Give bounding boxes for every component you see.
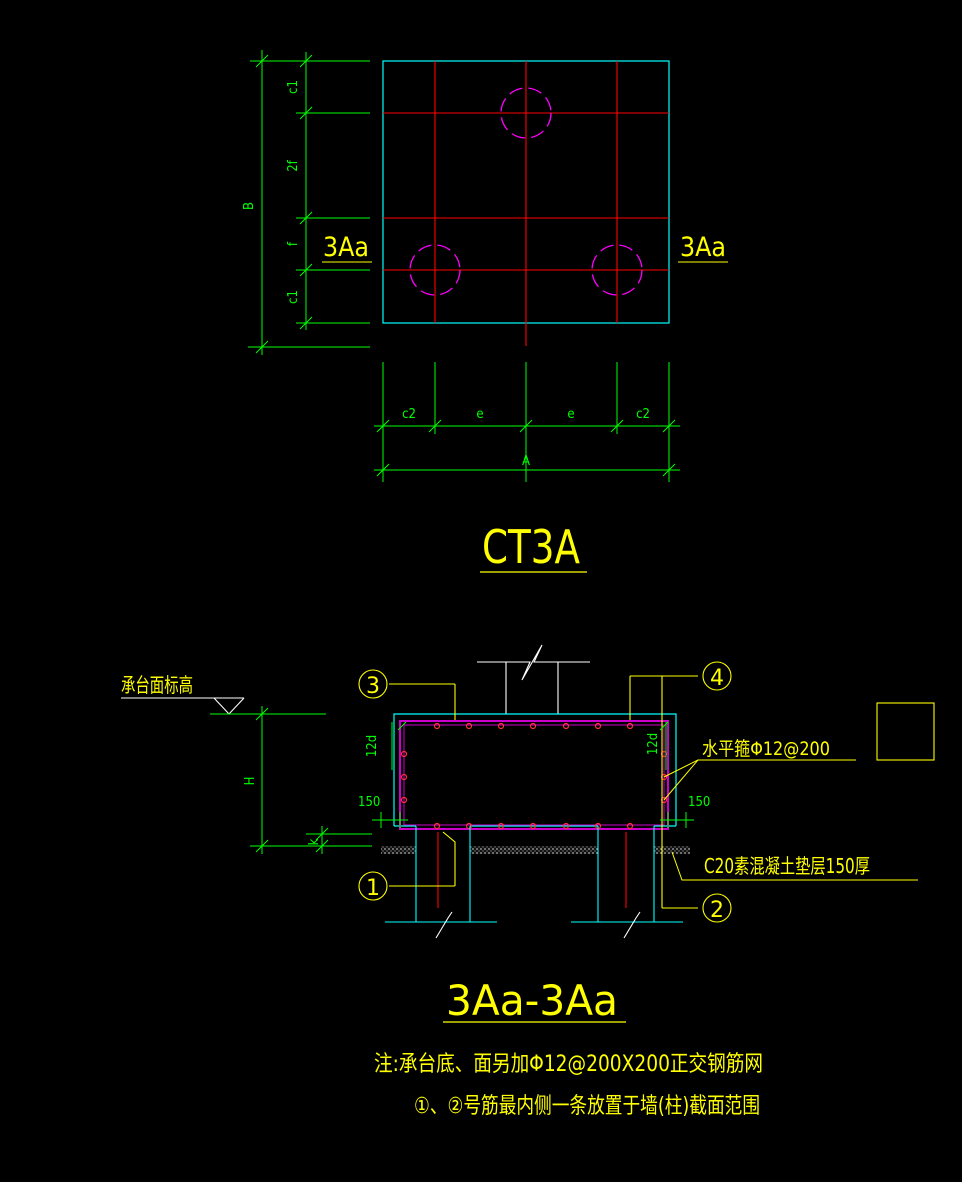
plan-title: CT3A: [482, 520, 580, 574]
dim-c2-left-label: c2: [402, 407, 416, 422]
horizontal-stirrup: [399, 720, 669, 830]
dim-c1-bottom-label: c1: [286, 290, 301, 304]
offset-dims: [372, 812, 694, 828]
callouts: [358, 661, 732, 923]
dim-e-left-label: e: [476, 407, 483, 422]
rebar-grid: [383, 61, 669, 346]
offset-right-label: 150: [688, 795, 710, 810]
section-view: 3 4 1 2 水平箍Φ12@200 C20素混凝土垫层150厚 12d 12d…: [121, 644, 935, 1119]
pile-circles: [409, 87, 643, 296]
section-mark-right: 3Aa: [680, 232, 726, 263]
cushion-middle: [470, 846, 598, 854]
callout-3: 3: [366, 674, 380, 699]
yellow-rebars: [442, 676, 663, 908]
wall-above: [477, 644, 590, 714]
anchor-dims: [391, 721, 669, 770]
stirrup-leader: [663, 759, 856, 801]
k-label: k: [307, 838, 322, 845]
note-line-1: 注:承台底、面另加Φ12@200X200正交钢筋网: [374, 1052, 763, 1077]
callout-2: 2: [710, 898, 724, 923]
left-dimensions: [248, 50, 370, 355]
dim-c2-right-label: c2: [636, 407, 650, 422]
pile-bottom-left: [409, 244, 461, 296]
dim-f-label: f: [286, 241, 301, 246]
dim-c1-top-label: c1: [286, 80, 301, 94]
bottom-dimensions: [374, 362, 680, 482]
anchor-left-label: 12d: [365, 735, 380, 757]
dim-a-label: A: [522, 454, 530, 469]
cushion-right: [654, 846, 690, 854]
section-title: 3Aa-3Aa: [446, 976, 618, 1025]
callout-1: 1: [366, 876, 380, 901]
dim-e-right-label: e: [567, 407, 574, 422]
dim-b-label: B: [242, 202, 257, 210]
pile-breaks: [435, 911, 641, 939]
section-mark-left: 3Aa: [323, 232, 369, 263]
piles-below: [385, 826, 683, 923]
pile-rebars: [437, 832, 627, 908]
pile-top: [500, 87, 552, 139]
height-label: H: [243, 777, 258, 786]
elevation-mark: [121, 697, 245, 715]
rebar-dots: [400, 722, 668, 830]
pile-bottom-right: [591, 244, 643, 296]
callout-4: 4: [710, 666, 724, 691]
cushion-label: C20素混凝土垫层150厚: [704, 854, 870, 878]
height-dimension: [210, 706, 372, 854]
anchor-right-label: 12d: [646, 733, 661, 755]
dim-2f-label: 2f: [286, 159, 301, 171]
elevation-label: 承台面标高: [121, 673, 193, 697]
cap-outline: [393, 713, 677, 826]
blank-frame: [876, 702, 935, 761]
plan-view: B c1 2f f c1 c2 e e c2 A 3Aa 3A: [242, 50, 728, 574]
stirrup-label: 水平箍Φ12@200: [702, 738, 830, 760]
cushion-left: [381, 846, 416, 854]
note-line-2: ①、②号筋最内侧一条放置于墙(柱)截面范围: [414, 1094, 760, 1119]
offset-left-label: 150: [358, 795, 380, 810]
